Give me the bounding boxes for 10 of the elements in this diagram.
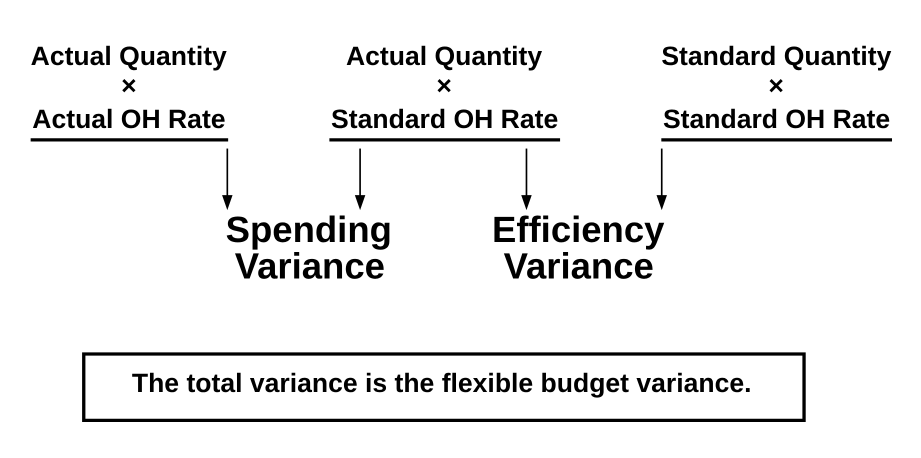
arrow xyxy=(354,148,366,210)
node-text: Actual Quantity × Standard OH Rate xyxy=(331,40,558,134)
arrow xyxy=(222,148,233,210)
node-box: The total variance is the flexible budget variance. xyxy=(82,352,806,422)
node-text: Standard Quantity × Standard OH Rate xyxy=(661,40,892,134)
node-text: Efficiency Variance xyxy=(492,208,664,286)
node-text: Actual Quantity × Actual OH Rate xyxy=(30,40,227,134)
arrow xyxy=(521,148,532,210)
arrow xyxy=(656,148,667,210)
node-text: Spending Variance xyxy=(226,208,392,286)
